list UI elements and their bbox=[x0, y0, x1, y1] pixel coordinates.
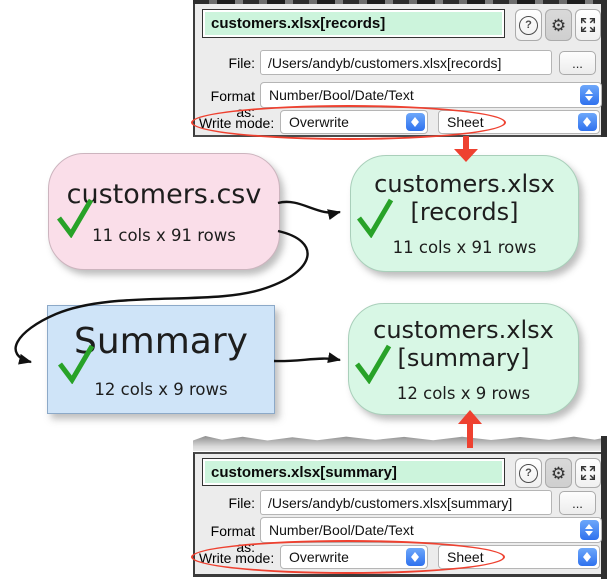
panel-title: customers.xlsx[records] bbox=[211, 15, 386, 32]
dropdown-stepper-icon[interactable] bbox=[578, 113, 597, 131]
gear-icon: ⚙ bbox=[550, 463, 567, 483]
node-size-label: 11 cols x 91 rows bbox=[92, 225, 236, 245]
node-name-field[interactable]: customers.xlsx[summary] bbox=[202, 458, 505, 486]
expand-icon bbox=[580, 17, 596, 33]
ellipsis-icon: ... bbox=[572, 495, 583, 511]
annotation-arrow-down-icon bbox=[454, 136, 478, 162]
node-title: customers.csv bbox=[66, 178, 262, 210]
node-title-line2: [summary] bbox=[397, 343, 530, 372]
node-title-line1: customers.xlsx bbox=[374, 170, 555, 198]
torn-edge-right-bottom bbox=[601, 436, 607, 579]
success-check-icon bbox=[58, 344, 95, 384]
node-title-line1: customers.xlsx bbox=[373, 315, 554, 344]
expand-icon bbox=[580, 465, 596, 481]
success-check-icon bbox=[57, 198, 94, 238]
torn-edge-top bbox=[193, 0, 607, 5]
node-name-field[interactable]: customers.xlsx[records] bbox=[202, 9, 505, 38]
help-icon: ? bbox=[519, 463, 538, 483]
annotation-ellipse bbox=[191, 105, 506, 140]
node-summary-transform[interactable]: Summary 12 cols x 9 rows bbox=[47, 305, 275, 414]
format-as-select[interactable]: Number/Bool/Date/Text bbox=[260, 82, 602, 108]
dropdown-stepper-icon[interactable] bbox=[580, 520, 599, 540]
success-check-icon bbox=[357, 198, 394, 238]
node-size-label: 12 cols x 9 rows bbox=[396, 383, 531, 403]
node-size-label: 12 cols x 9 rows bbox=[94, 379, 228, 399]
torn-edge-right-top bbox=[601, 0, 607, 137]
connector-summary-to-output bbox=[273, 352, 341, 364]
file-label: File: bbox=[228, 55, 255, 71]
help-button[interactable]: ? bbox=[515, 9, 542, 41]
node-customers-xlsx-summary[interactable]: customers.xlsx [summary] 12 cols x 9 row… bbox=[348, 303, 579, 415]
browse-file-button[interactable]: ... bbox=[559, 491, 596, 515]
success-check-icon bbox=[355, 344, 392, 384]
settings-button[interactable]: ⚙ bbox=[545, 458, 572, 488]
connector-csv-to-records bbox=[277, 200, 341, 221]
torn-edge-middle bbox=[193, 436, 607, 451]
file-path-input[interactable]: /Users/andyb/customers.xlsx[summary] bbox=[260, 490, 552, 515]
output-panel-summary: customers.xlsx[summary] ? ⚙ File: /Users… bbox=[191, 452, 602, 577]
node-size-label: 11 cols x 91 rows bbox=[392, 238, 537, 257]
panel-title: customers.xlsx[summary] bbox=[211, 463, 397, 481]
dropdown-stepper-icon[interactable] bbox=[580, 85, 599, 105]
gear-icon: ⚙ bbox=[550, 15, 567, 35]
expand-button[interactable] bbox=[575, 9, 601, 41]
expand-button[interactable] bbox=[575, 458, 601, 488]
help-icon: ? bbox=[519, 15, 538, 35]
annotation-ellipse bbox=[191, 540, 505, 574]
ellipsis-icon: ... bbox=[572, 55, 583, 71]
dropdown-stepper-icon[interactable] bbox=[578, 548, 597, 566]
node-customers-xlsx-records[interactable]: customers.xlsx [records] 11 cols x 91 ro… bbox=[350, 155, 579, 272]
settings-button[interactable]: ⚙ bbox=[545, 9, 572, 41]
file-label: File: bbox=[228, 495, 255, 511]
node-customers-csv[interactable]: customers.csv 11 cols x 91 rows bbox=[48, 153, 280, 270]
help-button[interactable]: ? bbox=[515, 458, 542, 488]
annotation-arrow-up-icon bbox=[458, 410, 482, 448]
file-path-input[interactable]: /Users/andyb/customers.xlsx[records] bbox=[260, 50, 552, 75]
node-title-line2: [records] bbox=[410, 198, 519, 226]
format-as-select[interactable]: Number/Bool/Date/Text bbox=[260, 517, 602, 543]
output-panel-records: customers.xlsx[records] ? ⚙ File: /Users… bbox=[191, 4, 602, 140]
node-title: Summary bbox=[74, 320, 248, 362]
browse-file-button[interactable]: ... bbox=[559, 51, 596, 75]
